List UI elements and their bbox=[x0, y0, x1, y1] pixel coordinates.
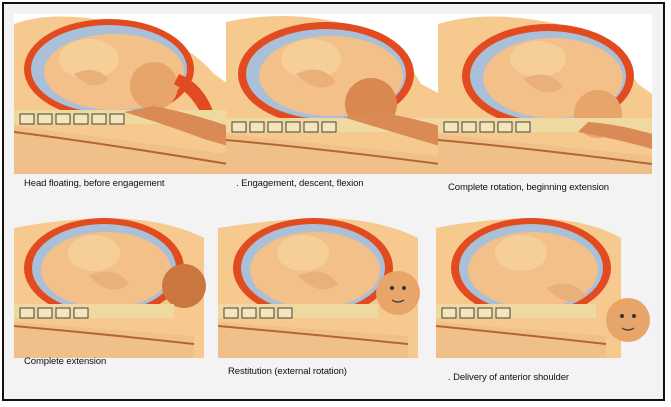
stage-panel-3: Complete rotation, beginning extension bbox=[438, 14, 652, 212]
stage-panel-2: . Engagement, descent, flexion bbox=[226, 14, 440, 212]
stage-4-illustration bbox=[14, 208, 228, 358]
stage-panel-4: Complete extension bbox=[14, 208, 228, 406]
stage-caption-2: . Engagement, descent, flexion bbox=[236, 178, 363, 189]
diagram-frame: Head floating, before engagement . Engag… bbox=[2, 2, 665, 401]
stage-2-illustration bbox=[226, 14, 440, 174]
stage-caption-5: Restitution (external rotation) bbox=[228, 366, 347, 377]
stage-panel-1: Head floating, before engagement bbox=[14, 14, 228, 212]
stage-panel-6: . Delivery of anterior shoulder bbox=[436, 208, 650, 406]
stage-5-illustration bbox=[218, 208, 432, 358]
stage-caption-6: . Delivery of anterior shoulder bbox=[448, 372, 569, 383]
stage-3-illustration bbox=[438, 14, 652, 174]
stage-panel-5: Restitution (external rotation) bbox=[218, 208, 432, 406]
stage-caption-4: Complete extension bbox=[24, 356, 106, 367]
stage-caption-1: Head floating, before engagement bbox=[24, 178, 164, 189]
stage-caption-3: Complete rotation, beginning extension bbox=[448, 182, 609, 193]
stage-6-illustration bbox=[436, 208, 656, 358]
stage-1-illustration bbox=[14, 14, 228, 174]
